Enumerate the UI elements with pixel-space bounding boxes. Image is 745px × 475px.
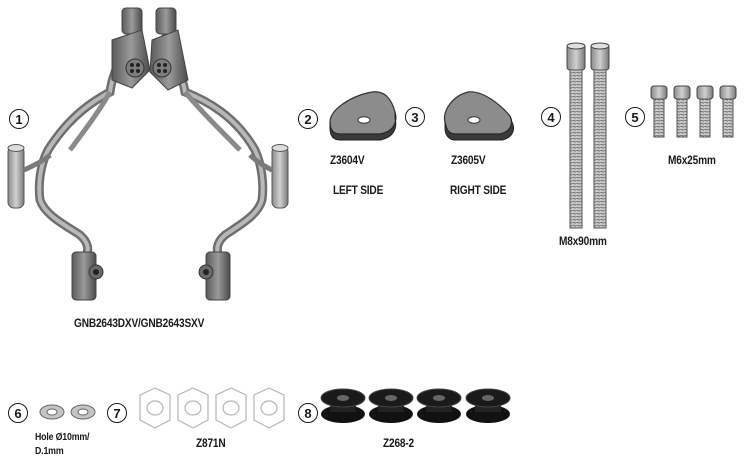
part-2-sublabel: LEFT SIDE: [333, 185, 384, 197]
part-number-4: 4: [541, 107, 561, 127]
part-1-label: GNB2643DXV/GNB2643SXV: [74, 318, 205, 330]
part-2-label: Z3604V: [330, 155, 365, 167]
part-number-8: 8: [298, 403, 318, 423]
part-number-6: 6: [8, 403, 28, 423]
part-6-sublabel: D.1mm: [35, 446, 64, 457]
part-number-3: 3: [405, 107, 425, 127]
right-side-plate-illustration: [443, 91, 515, 141]
part-6-label: Hole Ø10mm/: [35, 432, 90, 443]
part-5-label: M6x25mm: [668, 155, 716, 167]
rubber-spacer-illustration: [320, 388, 511, 423]
mounting-frame-brackets-illustration: [7, 7, 289, 301]
short-bolt-illustration: [650, 85, 737, 138]
part-number-2: 2: [298, 109, 318, 129]
part-number-7: 7: [107, 403, 127, 423]
part-number-5: 5: [625, 107, 645, 127]
part-7-label: Z871N: [196, 438, 226, 450]
long-bolt-illustration: [566, 42, 610, 229]
part-number-1: 1: [9, 109, 29, 129]
part-3-label: Z3605V: [451, 155, 486, 167]
part-4-label: M8x90mm: [559, 236, 607, 248]
part-8-label: Z268-2: [383, 438, 415, 450]
washer-illustration: [39, 404, 96, 420]
left-side-plate-illustration: [329, 91, 397, 141]
hex-nut-illustration: [139, 387, 285, 429]
part-3-sublabel: RIGHT SIDE: [450, 185, 507, 197]
